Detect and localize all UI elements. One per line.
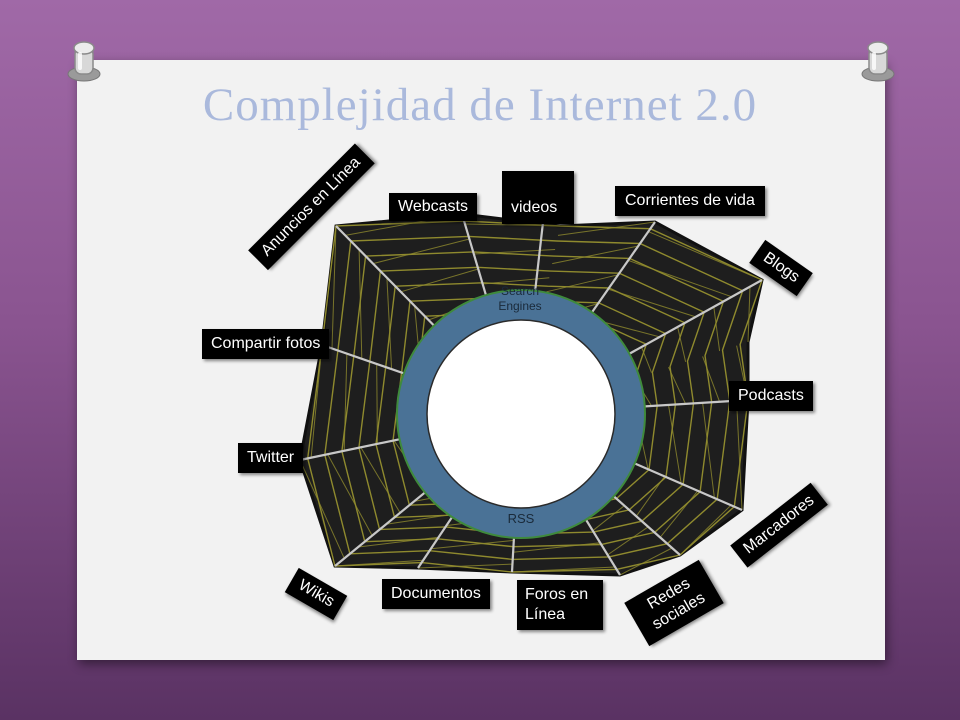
web-thread <box>358 266 706 535</box>
web-cross-thread <box>327 454 373 536</box>
label-foros-en-linea: Foros en Línea <box>517 580 603 630</box>
web-cross-thread <box>386 513 455 525</box>
web-cross-thread <box>668 366 687 405</box>
label-documentos: Documentos <box>382 579 490 609</box>
web-cross-thread <box>372 238 470 265</box>
web-cross-thread <box>677 326 687 362</box>
web-cross-thread <box>552 245 639 265</box>
web-thread <box>341 251 725 548</box>
page-title: Complejidad de Internet 2.0 <box>202 79 758 131</box>
web-cross-thread <box>628 259 733 298</box>
web-cross-thread <box>360 447 401 514</box>
web-cross-thread <box>430 539 514 550</box>
web-cross-thread <box>648 231 763 281</box>
web-cross-thread <box>557 221 656 236</box>
web-cross-thread <box>386 277 393 370</box>
ring-label-search-engines: Search Engines <box>498 284 542 313</box>
web-cross-thread <box>511 566 616 573</box>
web-cross-thread <box>702 402 715 499</box>
web-cross-thread <box>482 277 550 285</box>
label-corrientes-de-vida: Corrientes de vida <box>615 186 765 216</box>
web-cross-thread <box>619 547 673 576</box>
web-cross-thread <box>358 249 363 359</box>
label-podcasts: Podcasts <box>729 381 813 411</box>
web-cross-thread <box>747 286 751 343</box>
web-cross-thread <box>376 363 378 444</box>
web-cross-thread <box>635 476 666 517</box>
web-cross-thread <box>343 353 348 451</box>
web-cross-thread <box>400 268 479 293</box>
web-cross-thread <box>702 356 721 402</box>
web-cross-thread <box>659 490 699 538</box>
label-compartir-fotos: Compartir fotos <box>202 329 330 359</box>
web-cross-thread <box>736 400 743 511</box>
pushpin-right-icon <box>861 41 895 82</box>
web-cross-thread <box>592 505 625 532</box>
ring-label-rss: RSS <box>507 511 535 526</box>
label-twitter: Twitter <box>238 443 304 473</box>
web-cross-thread <box>668 404 682 484</box>
web-cross-thread <box>464 223 561 227</box>
web-cross-thread <box>546 274 619 293</box>
ring-inner-white <box>426 319 616 509</box>
label-videos: videos <box>502 171 574 224</box>
web-cross-thread <box>679 504 732 556</box>
web-thread <box>375 282 686 523</box>
web-cross-thread <box>299 459 345 559</box>
web-cross-thread <box>358 536 439 548</box>
web-cross-thread <box>607 526 649 556</box>
web-cross-thread <box>473 249 556 255</box>
pushpin-left-icon <box>67 41 101 82</box>
label-webcasts: Webcasts <box>389 193 477 221</box>
web-thread <box>324 235 744 561</box>
web-cross-thread <box>713 306 721 352</box>
web-cross-thread <box>607 288 696 318</box>
web-cross-thread <box>331 225 337 349</box>
web-cross-thread <box>513 542 601 553</box>
web-thread <box>306 220 763 573</box>
web-cross-thread <box>641 346 652 373</box>
web-cross-thread <box>334 559 424 567</box>
web-cross-thread <box>310 344 323 458</box>
web-cross-thread <box>417 563 513 569</box>
